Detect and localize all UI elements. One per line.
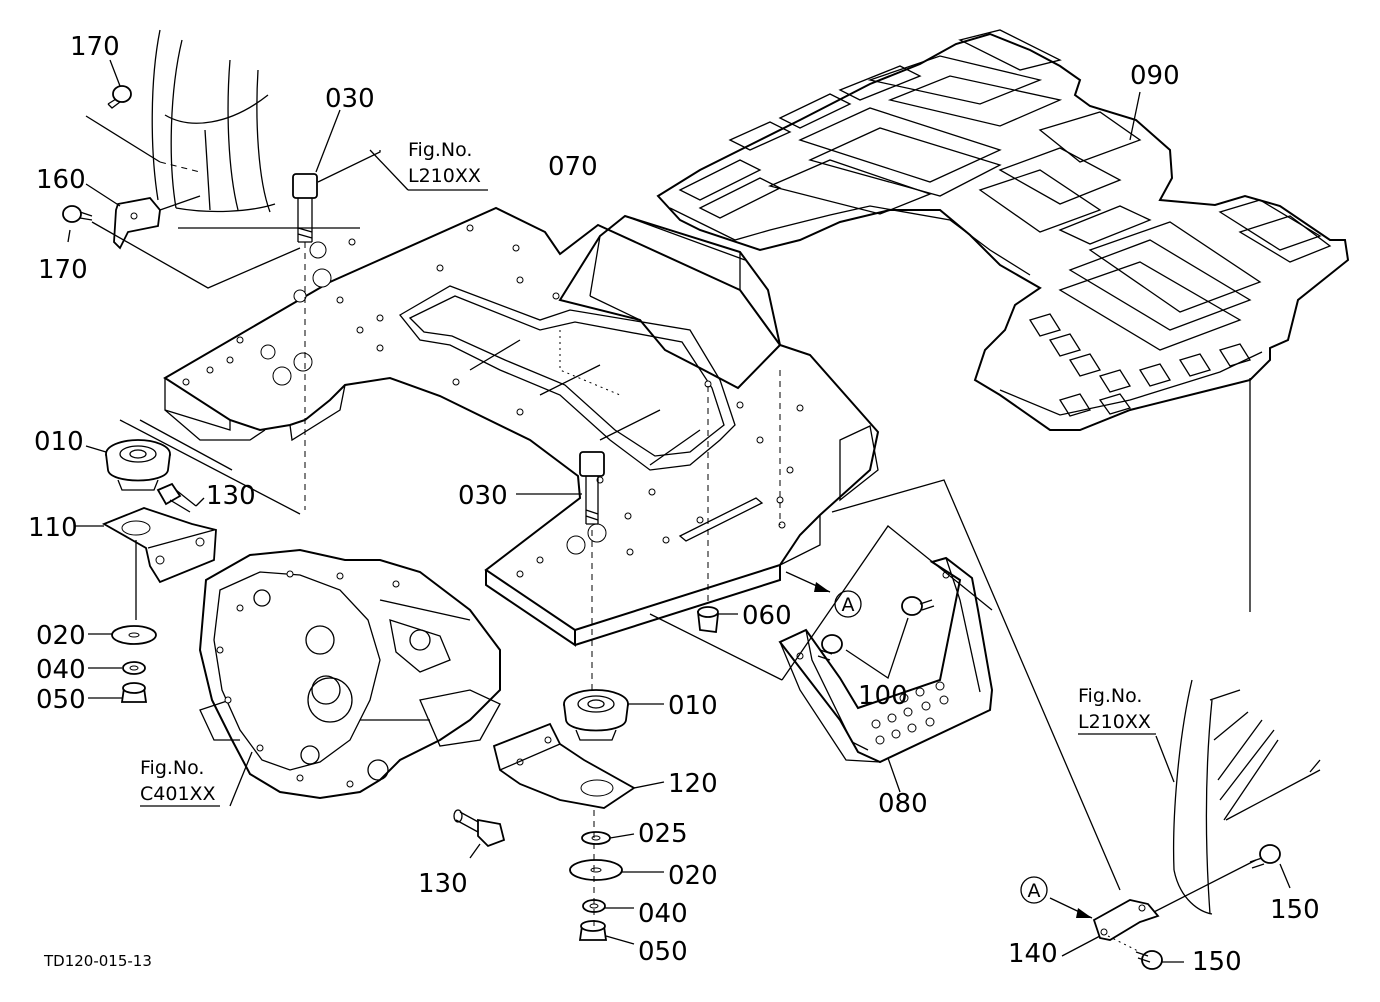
callout-010-left: 010 bbox=[34, 427, 84, 457]
floor-mat-090 bbox=[656, 29, 1350, 612]
callout-170-lower: 170 bbox=[38, 255, 88, 285]
callout-160: 160 bbox=[36, 165, 86, 195]
floor-plate-holes bbox=[182, 224, 804, 578]
washer-025 bbox=[581, 831, 635, 845]
callout-070: 070 bbox=[548, 152, 598, 182]
fig-ref-l210xx-lower-line2: L210XX bbox=[1078, 711, 1151, 733]
bracket-140 bbox=[1061, 899, 1160, 957]
figure-references: Fig.No. L210XX Fig.No. C401XX Fig.No. L2… bbox=[140, 139, 1151, 805]
fig-ref-c401xx-line1: Fig.No. bbox=[140, 757, 204, 779]
bolt-030-upper bbox=[292, 173, 318, 510]
stud-130-lower bbox=[453, 809, 506, 848]
center-cover-box bbox=[558, 214, 782, 396]
callout-100: 100 bbox=[858, 681, 908, 711]
callout-040-right: 040 bbox=[638, 899, 688, 929]
bracket-120 bbox=[492, 722, 636, 809]
floor-plate-070 bbox=[163, 206, 880, 647]
callout-120: 120 bbox=[668, 769, 718, 799]
callout-110: 110 bbox=[28, 513, 78, 543]
callout-050-left: 050 bbox=[36, 685, 86, 715]
callout-080: 080 bbox=[878, 789, 928, 819]
washer-020-right bbox=[569, 859, 664, 881]
callout-150-lower: 150 bbox=[1192, 947, 1242, 977]
callout-170-upper: 170 bbox=[70, 32, 120, 62]
callout-090: 090 bbox=[1130, 61, 1180, 91]
bracket-110 bbox=[101, 507, 217, 620]
drawing-code: TD120-015-13 bbox=[43, 952, 152, 970]
transmission-housing bbox=[198, 548, 501, 800]
fig-ref-l210xx-upper-line2: L210XX bbox=[408, 165, 481, 187]
bracket-160 bbox=[113, 195, 201, 250]
floor-mat-ribs bbox=[678, 29, 1332, 417]
callout-010-right: 010 bbox=[668, 691, 718, 721]
callout-130-lower: 130 bbox=[418, 869, 468, 899]
rubber-mount-010-right bbox=[563, 689, 629, 741]
lockwasher-040-right bbox=[582, 899, 634, 913]
callout-030-lower: 030 bbox=[458, 481, 508, 511]
callout-140: 140 bbox=[1008, 939, 1058, 969]
rubber-mount-010-left bbox=[105, 439, 171, 491]
view-marker-a-1: A bbox=[842, 594, 855, 616]
callout-150-upper: 150 bbox=[1270, 895, 1320, 925]
nut-050-left bbox=[88, 682, 148, 703]
callout-060: 060 bbox=[742, 601, 792, 631]
nut-050-right bbox=[578, 920, 635, 945]
callout-050-right: 050 bbox=[638, 937, 688, 967]
fig-ref-l210xx-lower-line1: Fig.No. bbox=[1078, 685, 1142, 707]
step-bracket-080 bbox=[778, 556, 994, 764]
callout-025: 025 bbox=[638, 819, 688, 849]
callout-040-left: 040 bbox=[36, 655, 86, 685]
rubber-060 bbox=[696, 386, 738, 634]
lower-right-fender bbox=[1172, 679, 1321, 915]
fig-ref-c401xx-line2: C401XX bbox=[140, 783, 216, 805]
washer-020-left bbox=[88, 625, 157, 645]
bolts-100 bbox=[817, 596, 935, 680]
fig-ref-l210xx-upper-line1: Fig.No. bbox=[408, 139, 472, 161]
callout-130-left: 130 bbox=[206, 481, 256, 511]
callout-020-left: 020 bbox=[36, 621, 86, 651]
bolt-030-lower bbox=[579, 451, 605, 690]
callout-labels: 170 030 160 170 070 090 010 130 110 030 … bbox=[28, 32, 1320, 977]
view-arrow-a-2 bbox=[1020, 876, 1093, 919]
upper-left-fender-piece bbox=[151, 29, 276, 213]
bolt-170-upper bbox=[107, 85, 132, 109]
bolt-170-lower bbox=[62, 205, 93, 223]
callout-030-upper: 030 bbox=[325, 84, 375, 114]
view-marker-a-2: A bbox=[1028, 880, 1041, 902]
bolt-150-lower bbox=[1107, 935, 1184, 970]
callout-020-right: 020 bbox=[668, 861, 718, 891]
lockwasher-040-left bbox=[88, 661, 146, 675]
bolt-150-upper bbox=[1149, 844, 1291, 915]
view-arrow-a-1 bbox=[785, 571, 862, 618]
stud-130-left bbox=[156, 482, 205, 513]
